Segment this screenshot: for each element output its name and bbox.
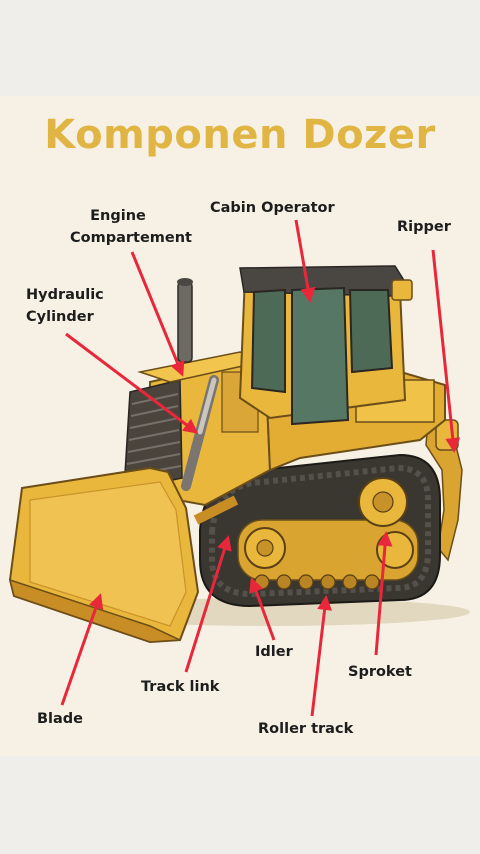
arrow-cabin bbox=[294, 219, 316, 303]
arrow-blade bbox=[60, 593, 104, 706]
label-hydraulic-line1: Hydraulic bbox=[26, 287, 104, 303]
label-ripper: Ripper bbox=[397, 219, 451, 235]
label-hydraulic: Hydraulic Cylinder bbox=[26, 284, 104, 328]
diagram-title: Komponen Dozer bbox=[44, 112, 436, 158]
label-engine: Engine Compartement bbox=[70, 205, 192, 249]
label-cabin: Cabin Operator bbox=[210, 200, 335, 216]
crawler-track bbox=[199, 453, 441, 608]
arrow-idler bbox=[249, 577, 276, 641]
arrow-roller-track bbox=[310, 595, 333, 717]
label-blade: Blade bbox=[37, 711, 84, 727]
bottom-band bbox=[0, 756, 480, 854]
top-band bbox=[0, 0, 480, 96]
arrow-track-link bbox=[184, 535, 232, 673]
label-idler: Idler bbox=[255, 644, 293, 660]
label-hydraulic-line2: Cylinder bbox=[26, 309, 94, 325]
label-engine-line1: Engine bbox=[90, 208, 146, 224]
cabin-shape bbox=[238, 265, 413, 426]
label-track-link: Track link bbox=[141, 679, 220, 695]
label-sproket: Sproket bbox=[348, 664, 412, 680]
label-roller-track: Roller track bbox=[258, 721, 354, 737]
arrow-sproket bbox=[374, 531, 393, 656]
arrow-engine bbox=[130, 251, 185, 377]
callout-arrows bbox=[60, 219, 461, 717]
arrow-ripper bbox=[431, 249, 461, 453]
label-engine-line2: Compartement bbox=[70, 230, 192, 246]
arrow-hydraulic bbox=[65, 332, 199, 434]
